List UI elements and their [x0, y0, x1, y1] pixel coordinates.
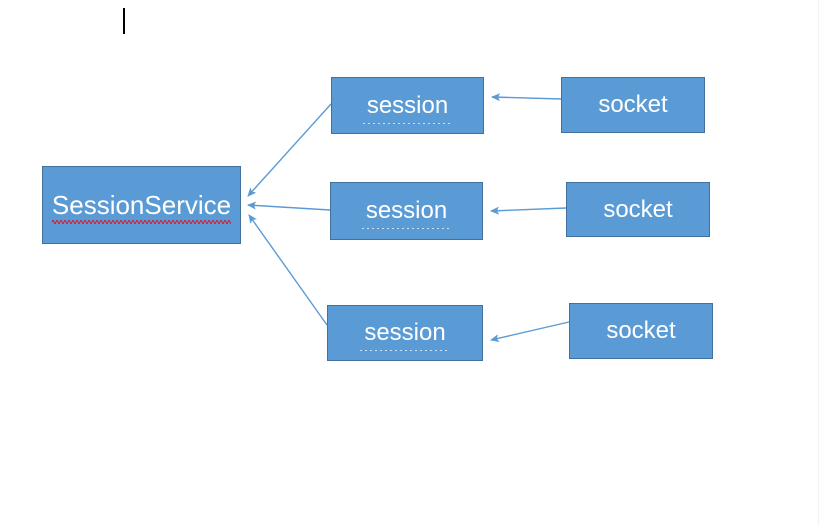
connector-socket1-to-session1 — [491, 93, 562, 102]
node-session-2-label: session — [361, 197, 452, 229]
page-edge-line — [818, 0, 819, 526]
connector-socket3-to-session3 — [490, 321, 570, 343]
node-socket-1[interactable]: socket — [561, 77, 705, 133]
node-socket-3-label: socket — [606, 317, 676, 344]
node-socket-2[interactable]: socket — [566, 182, 710, 237]
node-session-2[interactable]: session — [330, 182, 483, 240]
node-session-3-label: session — [360, 319, 451, 351]
connector-session1-to-sessionservice — [247, 103, 332, 197]
node-session-service-label: SessionService — [51, 190, 232, 224]
node-socket-2-label: socket — [603, 195, 673, 223]
connector-session3-to-sessionservice — [248, 214, 328, 326]
node-session-1-label: session — [362, 91, 453, 124]
node-socket-1-label: socket — [598, 91, 668, 118]
node-session-1[interactable]: session — [331, 77, 484, 134]
node-session-service[interactable]: SessionService — [42, 166, 241, 244]
connector-session2-to-sessionservice — [247, 201, 331, 211]
connector-socket2-to-session2 — [490, 206, 567, 215]
node-socket-3[interactable]: socket — [569, 303, 713, 359]
text-caret — [123, 8, 125, 34]
node-session-3[interactable]: session — [327, 305, 483, 361]
